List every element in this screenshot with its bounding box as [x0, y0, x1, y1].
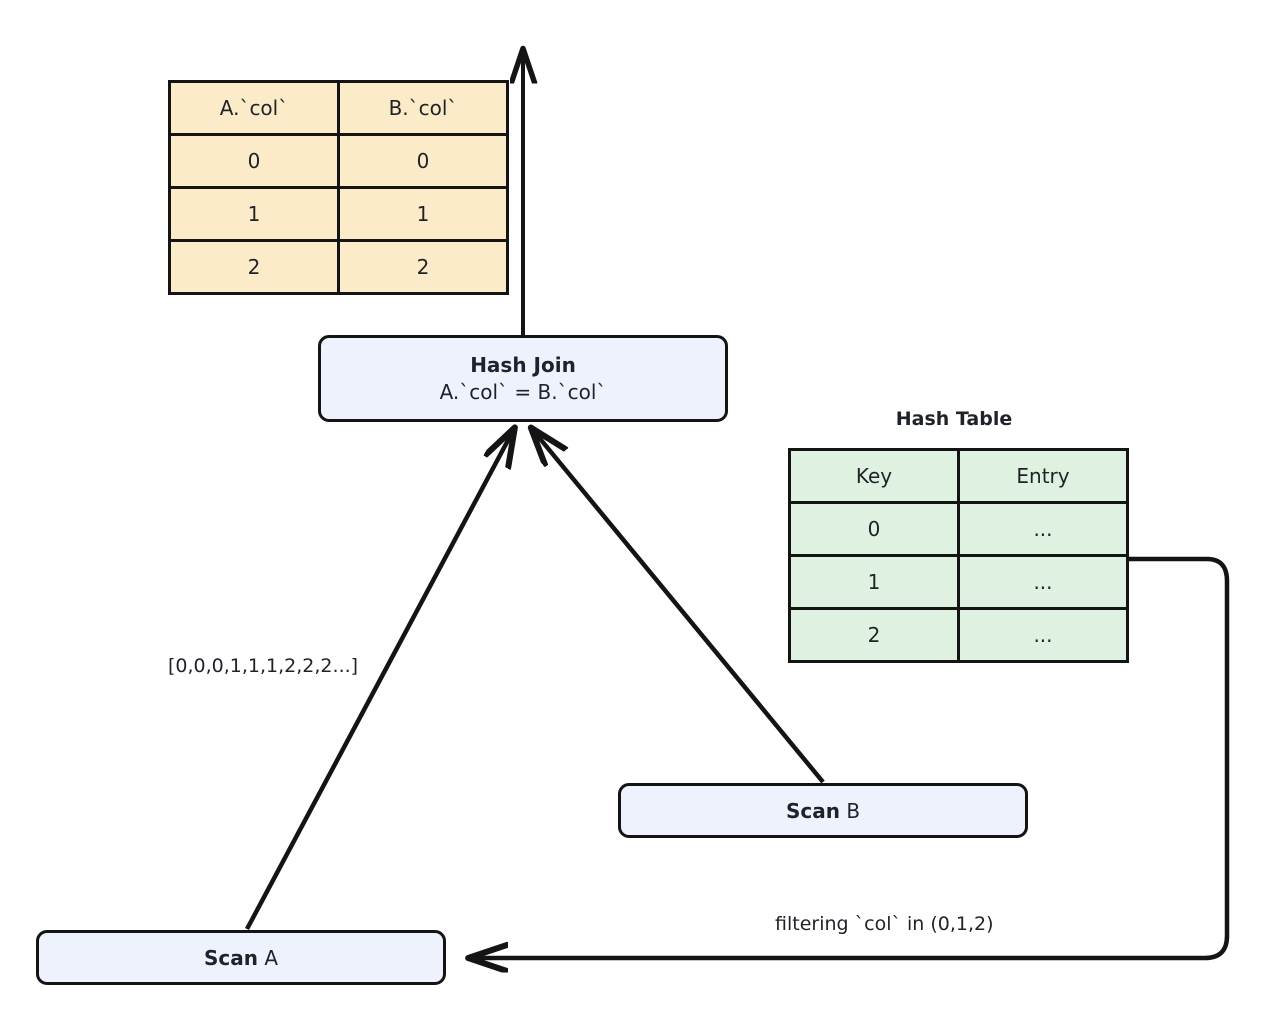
result-cell-a-1: 1 — [168, 186, 340, 242]
result-cell-a-0: 0 — [168, 133, 340, 189]
table-header-row: Key Entry — [788, 448, 1129, 504]
table-header-row: A.`col` B.`col` — [168, 80, 509, 136]
scan-a-operator-box[interactable]: Scan A — [36, 930, 446, 985]
table-row: 2 2 — [168, 239, 509, 295]
hash-cell-key-1: 1 — [788, 554, 960, 610]
filter-pushdown-label: filtering `col` in (0,1,2) — [775, 913, 994, 935]
hash-cell-key-0: 0 — [788, 501, 960, 557]
scan-b-operator-box[interactable]: Scan B — [618, 783, 1028, 838]
scan-b-title: Scan B — [786, 798, 860, 824]
scan-b-relation: B — [846, 798, 861, 823]
hash-cell-entry-1: ... — [957, 554, 1129, 610]
scan-a-label: Scan — [203, 945, 258, 970]
table-row: 0 0 — [168, 133, 509, 189]
table-row: 1 1 — [168, 186, 509, 242]
result-cell-b-1: 1 — [337, 186, 509, 242]
scan-a-to-hash-join-arrow — [245, 429, 514, 931]
scan-b-to-hash-join-arrow — [532, 429, 825, 784]
hash-join-condition: A.`col` = B.`col` — [439, 380, 607, 404]
hash-join-title: Hash Join — [470, 353, 576, 377]
hash-cell-entry-0: ... — [957, 501, 1129, 557]
hash-table-caption: Hash Table — [895, 408, 1013, 430]
scan-b-label: Scan — [785, 798, 840, 823]
hash-cell-key-2: 2 — [788, 607, 960, 663]
hash-table: Key Entry 0 ... 1 ... 2 ... — [788, 448, 1129, 663]
result-header-b: B.`col` — [337, 80, 509, 136]
result-cell-b-0: 0 — [337, 133, 509, 189]
table-row: 0 ... — [788, 501, 1129, 557]
join-result-table: A.`col` B.`col` 0 0 1 1 2 2 — [168, 80, 509, 295]
scan-a-relation: A — [264, 945, 279, 970]
result-cell-a-2: 2 — [168, 239, 340, 295]
scan-a-title: Scan A — [204, 945, 278, 971]
probe-values-label: [0,0,0,1,1,1,2,2,2...] — [168, 655, 359, 677]
table-row: 2 ... — [788, 607, 1129, 663]
hash-cell-entry-2: ... — [957, 607, 1129, 663]
table-row: 1 ... — [788, 554, 1129, 610]
hash-header-entry: Entry — [957, 448, 1129, 504]
hash-join-operator-box[interactable]: Hash Join A.`col` = B.`col` — [318, 335, 728, 422]
result-header-a: A.`col` — [168, 80, 340, 136]
result-cell-b-2: 2 — [337, 239, 509, 295]
hash-header-key: Key — [788, 448, 960, 504]
